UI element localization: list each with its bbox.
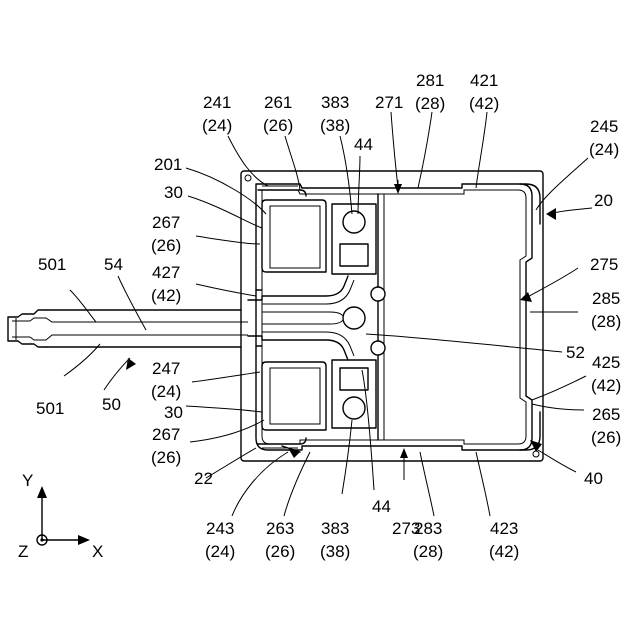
inner-frame bbox=[256, 184, 532, 450]
chamber-bottom bbox=[262, 362, 326, 430]
outer-housing bbox=[241, 171, 543, 461]
sensor-383-top bbox=[343, 211, 365, 233]
label-261-paren: (26) bbox=[263, 116, 293, 135]
label-265-paren: (26) bbox=[591, 428, 621, 447]
flex-wiring bbox=[248, 276, 354, 360]
sensor-383-bottom bbox=[343, 397, 365, 419]
label-245-paren: (24) bbox=[589, 140, 619, 159]
label-421-paren: (42) bbox=[469, 94, 499, 113]
label-501-bottom: 501 bbox=[36, 399, 64, 418]
sensor-52 bbox=[343, 307, 365, 329]
label-283: 283 bbox=[414, 519, 442, 538]
label-271: 271 bbox=[375, 93, 403, 112]
label-383-bottom: 383 bbox=[321, 519, 349, 538]
arrows bbox=[126, 180, 556, 480]
chamber-201 bbox=[262, 200, 326, 272]
label-54: 54 bbox=[104, 255, 123, 274]
label-261: 261 bbox=[264, 93, 292, 112]
label-427-paren: (42) bbox=[151, 286, 181, 305]
label-50: 50 bbox=[102, 395, 121, 414]
label-245: 245 bbox=[590, 117, 618, 136]
axis-x-label: X bbox=[92, 542, 103, 561]
label-263: 263 bbox=[266, 519, 294, 538]
arrow-50 bbox=[126, 358, 136, 370]
arrow-40 bbox=[530, 440, 542, 452]
label-421: 421 bbox=[470, 71, 498, 90]
label-44-bottom: 44 bbox=[372, 497, 391, 516]
label-247-paren: (24) bbox=[151, 382, 181, 401]
label-30-bottom: 30 bbox=[164, 403, 183, 422]
label-52: 52 bbox=[566, 343, 585, 362]
label-40: 40 bbox=[584, 469, 603, 488]
label-383-bottom-paren: (38) bbox=[320, 542, 350, 561]
axis-y-label: Y bbox=[22, 471, 33, 490]
cable-assembly bbox=[8, 310, 248, 347]
label-267-top-paren: (26) bbox=[151, 236, 181, 255]
label-44-top: 44 bbox=[354, 135, 373, 154]
label-275: 275 bbox=[590, 255, 618, 274]
device-drawing bbox=[8, 171, 543, 461]
label-267-bottom: 267 bbox=[152, 425, 180, 444]
label-283-paren: (28) bbox=[413, 542, 443, 561]
axis-z-label: Z bbox=[18, 542, 28, 561]
coordinate-axes: Y X Z bbox=[18, 471, 103, 561]
label-285-paren: (28) bbox=[591, 312, 621, 331]
label-281: 281 bbox=[416, 71, 444, 90]
label-30-top: 30 bbox=[164, 183, 183, 202]
label-22: 22 bbox=[194, 469, 213, 488]
label-383-top: 383 bbox=[321, 93, 349, 112]
label-423-paren: (42) bbox=[489, 542, 519, 561]
label-427: 427 bbox=[152, 263, 180, 282]
label-243: 243 bbox=[206, 519, 234, 538]
label-425-paren: (42) bbox=[591, 376, 621, 395]
label-265: 265 bbox=[592, 405, 620, 424]
arrow-20 bbox=[546, 208, 556, 220]
leader-lines bbox=[64, 112, 592, 516]
label-241-paren: (24) bbox=[202, 116, 232, 135]
label-247: 247 bbox=[152, 359, 180, 378]
label-201: 201 bbox=[154, 155, 182, 174]
label-281-paren: (28) bbox=[415, 94, 445, 113]
label-383-top-paren: (38) bbox=[320, 116, 350, 135]
label-267-top: 267 bbox=[152, 213, 180, 232]
label-263-paren: (26) bbox=[265, 542, 295, 561]
label-20: 20 bbox=[594, 191, 613, 210]
label-423: 423 bbox=[490, 519, 518, 538]
label-425: 425 bbox=[592, 353, 620, 372]
label-501-top: 501 bbox=[38, 255, 66, 274]
reference-labels: 241 (24) 261 (26) 383 (38) 271 281 (28) … bbox=[36, 71, 621, 561]
label-267-bottom-paren: (26) bbox=[151, 448, 181, 467]
label-285: 285 bbox=[592, 289, 620, 308]
label-243-paren: (24) bbox=[205, 542, 235, 561]
label-241: 241 bbox=[203, 93, 231, 112]
